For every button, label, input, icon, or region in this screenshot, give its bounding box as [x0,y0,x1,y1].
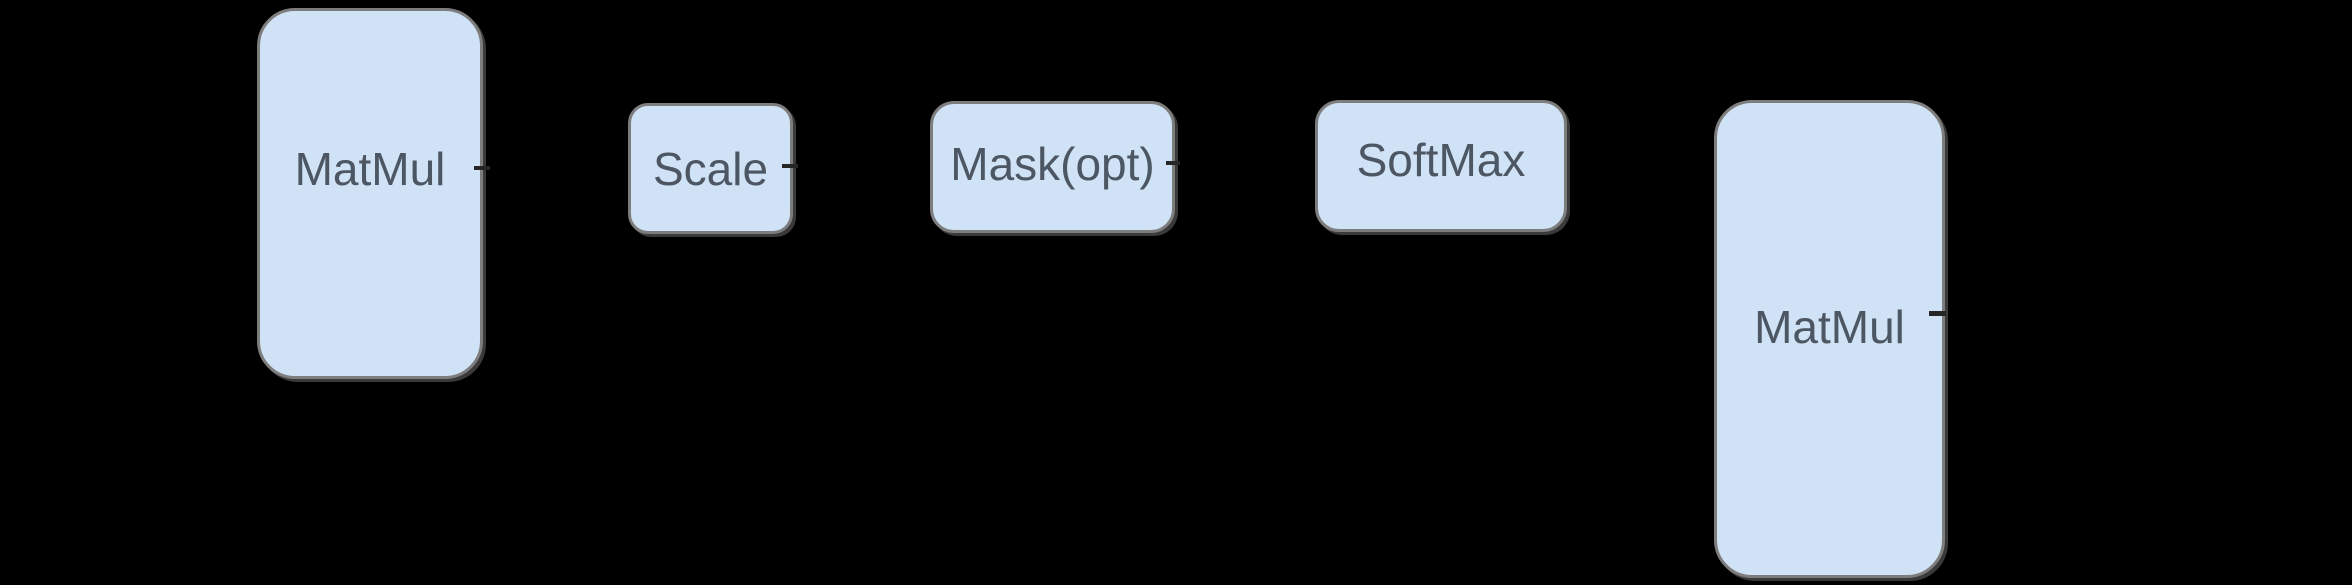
node-scale: Scale [628,103,793,234]
node-matmul-1: MatMul [257,8,483,379]
node-mask-label: Mask(opt) [950,138,1155,190]
node-matmul-1-label: MatMul [294,142,446,195]
node-scale-label: Scale [652,142,769,195]
connector-stub-scale [782,164,798,168]
connector-stub-matmul-1 [474,166,490,170]
node-matmul-2: MatMul [1714,100,1945,578]
node-softmax: SoftMax [1315,100,1567,232]
node-mask: Mask(opt) [930,101,1175,233]
node-softmax-label: SoftMax [1356,134,1526,186]
connector-stub-matmul-2 [1929,311,1946,316]
node-matmul-2-label: MatMul [1754,301,1905,353]
connector-stub-mask [1166,161,1180,165]
